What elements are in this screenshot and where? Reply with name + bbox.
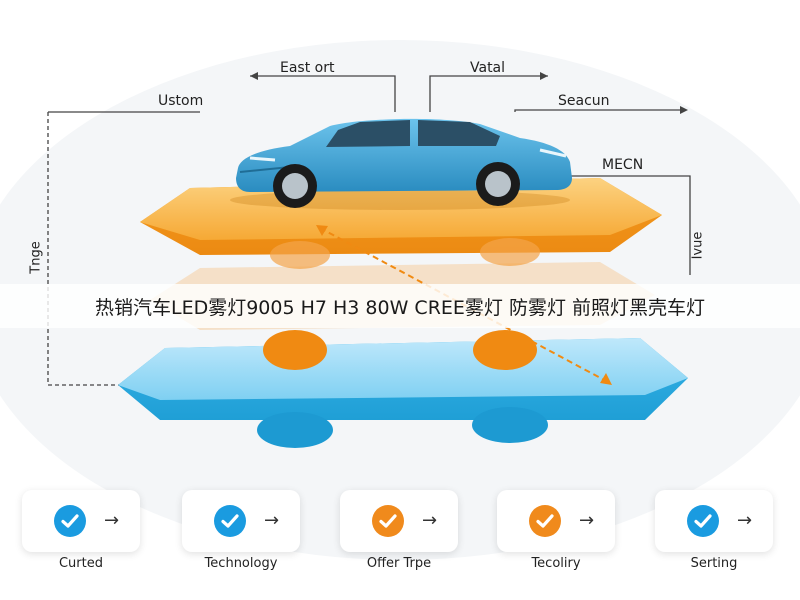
orange-connectors <box>263 330 537 370</box>
orange-platform <box>140 178 662 269</box>
arrow-right-icon: → <box>264 510 280 531</box>
callout-left-vertical: Tnge <box>28 241 44 274</box>
callout-east-ort: East ort <box>280 60 335 76</box>
callout-mecn: MECN <box>602 157 644 173</box>
feature-card-5[interactable]: → <box>655 490 773 552</box>
checkmark-icon <box>529 505 561 537</box>
callout-ustom: Ustom <box>158 93 204 109</box>
checkmark-icon <box>54 505 86 537</box>
car <box>230 118 572 210</box>
feature-label-5: Serting <box>690 556 738 571</box>
arrow-right-icon: → <box>579 510 595 531</box>
blue-platform <box>118 338 688 448</box>
feature-card-1[interactable]: → <box>22 490 140 552</box>
feature-label-4: Tecoliry <box>531 556 581 571</box>
title-banner: 热销汽车LED雾灯9005 H7 H3 80W CREE雾灯 防雾灯 前照灯黑壳… <box>0 284 800 328</box>
checkmark-icon <box>687 505 719 537</box>
feature-label-3: Offer Trpe <box>366 556 432 571</box>
feature-card-3[interactable]: → <box>340 490 458 552</box>
arrow-right-icon: → <box>422 510 438 531</box>
callout-seacun: Seacun <box>558 93 610 109</box>
feature-label-1: Curted <box>58 556 103 571</box>
arrow-right-icon: → <box>737 510 753 531</box>
checkmark-icon <box>372 505 404 537</box>
arrow-right-icon: → <box>104 510 120 531</box>
checkmark-icon <box>214 505 246 537</box>
callout-vatal: Vatal <box>470 60 506 76</box>
callout-right-vertical: Ivue <box>690 231 706 260</box>
feature-card-2[interactable]: → <box>182 490 300 552</box>
title-banner-text: 热销汽车LED雾灯9005 H7 H3 80W CREE雾灯 防雾灯 前照灯黑壳… <box>94 296 705 319</box>
callout-lines <box>47 75 691 386</box>
callout-arrowheads <box>250 72 688 114</box>
feature-card-4[interactable]: → <box>497 490 615 552</box>
feature-label-2: Technology <box>204 556 278 571</box>
